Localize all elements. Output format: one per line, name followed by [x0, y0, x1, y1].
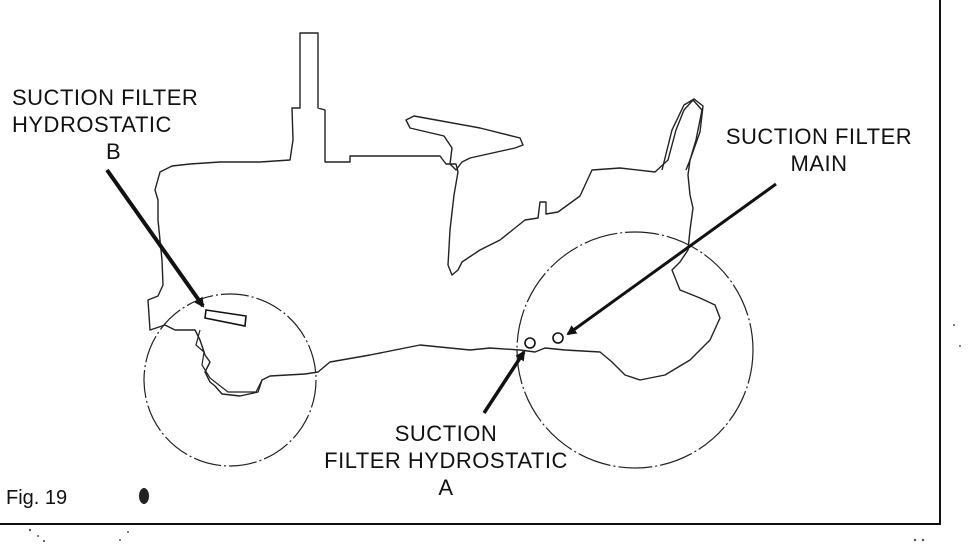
- callout-b-line3: B: [106, 139, 122, 164]
- arrow-filter-main: [566, 182, 777, 336]
- seat-outline: [661, 98, 704, 171]
- callout-suction-filter-main: SUCTION FILTER MAIN: [712, 123, 926, 177]
- callout-suction-filter-hydrostatic-a: SUCTION FILTER HYDROSTATIC A: [303, 420, 589, 501]
- filter-a-marker: [524, 337, 536, 349]
- figure-caption: Fig. 19: [6, 487, 68, 509]
- tractor-body-outline: [147, 32, 721, 397]
- callout-suction-filter-hydrostatic-b: SUCTION FILTER HYDROSTATIC B: [12, 84, 227, 165]
- arrow-filter-b: [105, 168, 205, 308]
- callout-b-line2: HYDROSTATIC: [12, 112, 172, 137]
- callout-main-line2: MAIN: [790, 151, 848, 176]
- arrow-filter-a: [482, 350, 526, 414]
- callout-b-line1: SUCTION FILTER: [12, 85, 199, 110]
- ink-smudge: [139, 488, 149, 504]
- callout-a-line2: FILTER HYDROSTATIC: [324, 448, 568, 473]
- callout-a-line3: A: [438, 475, 454, 500]
- callout-a-line1: SUCTION: [394, 421, 498, 446]
- scan-specks: [28, 324, 961, 543]
- callout-main-line1: SUCTION FILTER: [725, 124, 913, 149]
- front-axle-detail: [195, 329, 263, 393]
- filter-main-marker: [552, 332, 564, 344]
- rear-wheel: [516, 231, 754, 469]
- front-wheel: [143, 293, 317, 467]
- steering-wheel-outline: [405, 115, 524, 171]
- filter-b-marker: [204, 309, 247, 327]
